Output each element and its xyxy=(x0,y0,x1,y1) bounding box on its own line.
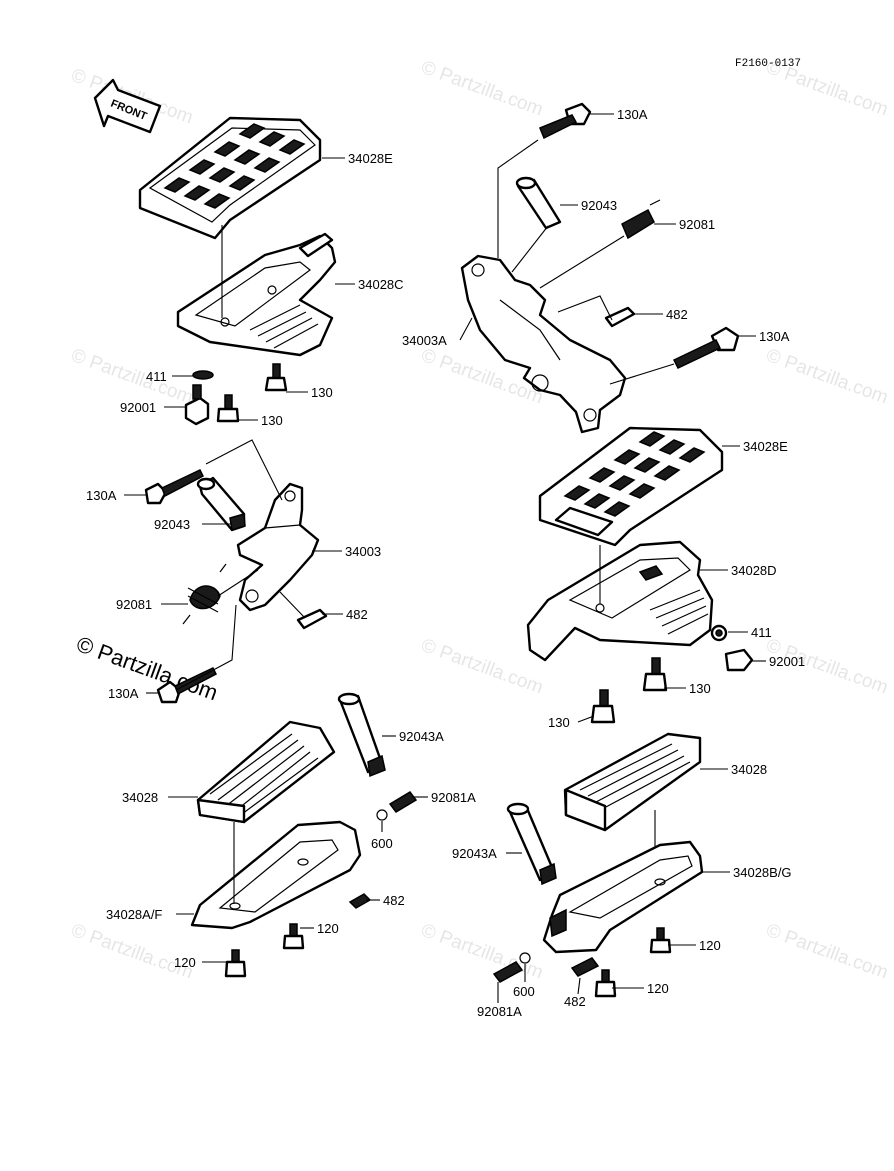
bolt-120-right-b xyxy=(594,969,617,998)
bolt-130A-left xyxy=(144,469,204,505)
part-label: 34028 xyxy=(731,762,767,777)
part-label: 120 xyxy=(317,921,339,936)
part-label: 34028C xyxy=(358,277,404,292)
part-label: 120 xyxy=(174,955,196,970)
ball-600-right xyxy=(519,952,531,964)
part-label: 34003A xyxy=(402,333,447,348)
part-label: 130A xyxy=(759,329,790,344)
part-label: 482 xyxy=(346,607,368,622)
part-label: 130A xyxy=(108,686,139,701)
watermark: © Partzilla.com xyxy=(418,57,545,121)
part-label: 130A xyxy=(86,488,117,503)
part-label: 92081A xyxy=(477,1004,522,1019)
part-label: 92001 xyxy=(120,400,156,415)
bolt-120-left-a xyxy=(282,923,305,950)
spring-92081A-left xyxy=(388,791,418,813)
part-label: 34028E xyxy=(743,439,788,454)
part-label: 34003 xyxy=(345,544,381,559)
clip-482-lower-left xyxy=(348,893,372,909)
footpeg-rubber-34028E-right xyxy=(538,426,724,547)
part-label: 92043 xyxy=(581,198,617,213)
bolt-92001-right xyxy=(724,648,754,672)
bolt-120-left-b xyxy=(224,949,247,978)
pin-92043A-right xyxy=(506,802,557,886)
part-label: 92043 xyxy=(154,517,190,532)
part-label: 600 xyxy=(371,836,393,851)
pin-92043-left xyxy=(196,476,246,532)
clip-482-lower-right xyxy=(570,957,600,977)
part-label: 130 xyxy=(548,715,570,730)
footpeg-bracket-34028AF xyxy=(190,820,362,930)
bolt-130-right-a xyxy=(642,657,668,692)
spring-92081A-right xyxy=(492,961,524,983)
part-label: 92081 xyxy=(116,597,152,612)
pin-92043-right xyxy=(515,176,562,230)
part-label: 120 xyxy=(699,938,721,953)
bolt-130-left-a xyxy=(264,363,288,392)
part-label: 120 xyxy=(647,981,669,996)
pin-92043A-left xyxy=(337,692,386,778)
part-label: 92043A xyxy=(452,846,497,861)
part-label: 92081A xyxy=(431,790,476,805)
part-label: 600 xyxy=(513,984,535,999)
footpeg-bracket-34028BG xyxy=(542,840,704,954)
footpeg-rubber-34028E-left xyxy=(138,116,322,240)
part-label: 482 xyxy=(666,307,688,322)
bolt-130A-right-mid xyxy=(672,326,740,369)
bracket-34003A xyxy=(460,254,627,434)
part-label: 34028 xyxy=(122,790,158,805)
watermark: © Partzilla.com xyxy=(68,920,195,984)
part-label: 482 xyxy=(564,994,586,1009)
bolt-120-right-a xyxy=(649,927,672,954)
part-label: 411 xyxy=(751,625,772,640)
part-label: 34028B/G xyxy=(733,865,792,880)
part-label: 34028D xyxy=(731,563,777,578)
clip-482-left xyxy=(296,608,328,630)
part-label: 130 xyxy=(689,681,711,696)
leader-lines xyxy=(124,113,766,1003)
part-label: 34028E xyxy=(348,151,393,166)
part-label: 482 xyxy=(383,893,405,908)
part-labels: 34028E 34028C 411 130 92001 130 130A 920… xyxy=(86,107,805,1019)
footpeg-bracket-34028D xyxy=(526,540,714,662)
ball-600-left xyxy=(376,809,388,821)
bolt-92001-left xyxy=(184,384,210,426)
bolt-130-left-b xyxy=(216,394,240,423)
watermark: © Partzilla.com xyxy=(763,345,890,409)
watermark: © Partzilla.com xyxy=(418,920,545,984)
spring-92081-left xyxy=(182,563,227,625)
part-label: 130 xyxy=(311,385,333,400)
spring-92081-right xyxy=(621,199,661,240)
bolt-130A-right-top xyxy=(539,102,592,140)
part-label: 34028A/F xyxy=(106,907,162,922)
washer-411-left xyxy=(192,370,214,380)
front-arrow-icon: FRONT xyxy=(93,78,162,134)
bracket-34003-left xyxy=(236,482,320,612)
part-label: 92081 xyxy=(679,217,715,232)
footpeg-rubber-34028-left xyxy=(196,720,336,824)
part-label: 92001 xyxy=(769,654,805,669)
diagram-code: F2160-0137 xyxy=(735,58,801,70)
watermark: © Partzilla.com xyxy=(763,920,890,984)
footpeg-rubber-34028-right xyxy=(563,732,702,832)
part-label: 411 xyxy=(146,369,167,384)
part-label: 130 xyxy=(261,413,283,428)
part-label: 92043A xyxy=(399,729,444,744)
bolt-130-right-b xyxy=(590,689,616,724)
footpeg-bracket-34028C xyxy=(176,232,337,357)
watermark: © Partzilla.com xyxy=(418,635,545,699)
watermark: © Partzilla.com xyxy=(68,345,195,409)
watermark-corner: © Partzilla.com xyxy=(73,631,221,705)
washer-411-right xyxy=(710,624,728,642)
part-label: 130A xyxy=(617,107,648,122)
